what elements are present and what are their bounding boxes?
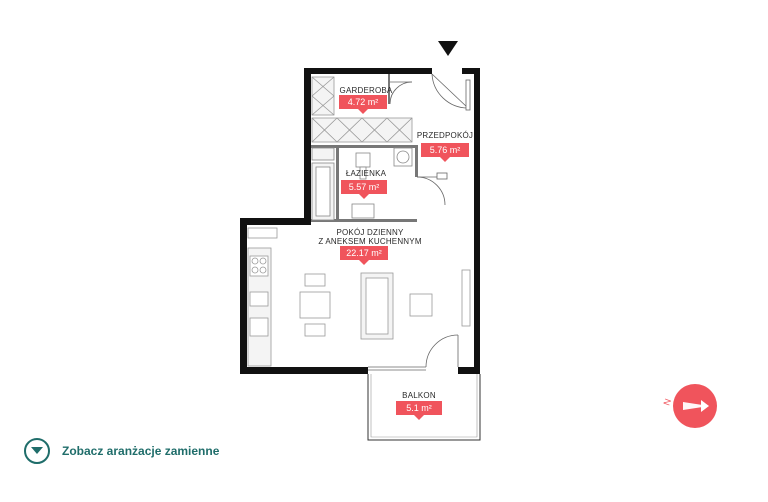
room-name-pokoj-line1: POKÓJ DZIENNY — [336, 228, 404, 237]
walls — [240, 68, 480, 374]
sofa — [360, 272, 394, 340]
entrance-door — [431, 73, 471, 111]
kitchen-unit — [247, 227, 278, 367]
room-name-lazienka: ŁAZIENKA — [345, 169, 387, 178]
entrance-arrow-icon — [438, 41, 458, 56]
room-area-balkon: 5.1 m² — [396, 401, 442, 420]
room-area-lazienka: 5.57 m² — [341, 180, 387, 199]
room-name-garderoba: GARDEROBA — [339, 86, 393, 95]
interior-walls — [311, 74, 418, 222]
room-area-przedpokoj: 5.76 m² — [421, 143, 469, 162]
bathroom-fixtures — [311, 147, 413, 221]
room-name-balkon: BALKON — [402, 391, 436, 400]
coffee-table — [409, 293, 433, 317]
room-name-pokoj-line2: Z ANEKSEM KUCHENNYM — [318, 237, 422, 246]
balcony — [367, 374, 481, 441]
balcony-door — [368, 334, 459, 371]
bathroom-door — [416, 172, 448, 206]
dining-table — [299, 273, 331, 337]
compass-icon — [673, 384, 717, 428]
window-strip — [461, 269, 471, 327]
wardrobe-door — [389, 81, 413, 105]
room-area-pokoj: 22.17 m² — [340, 246, 388, 265]
room-name-przedpokoj: PRZEDPOKÓJ — [416, 131, 474, 140]
wardrobe-cabinets — [311, 76, 413, 143]
alt-layouts-label: Zobacz aranżacje zamienne — [62, 444, 220, 458]
chevron-down-icon — [24, 438, 50, 464]
room-area-garderoba: 4.72 m² — [339, 95, 387, 114]
alt-layouts-link[interactable]: Zobacz aranżacje zamienne — [24, 438, 219, 464]
